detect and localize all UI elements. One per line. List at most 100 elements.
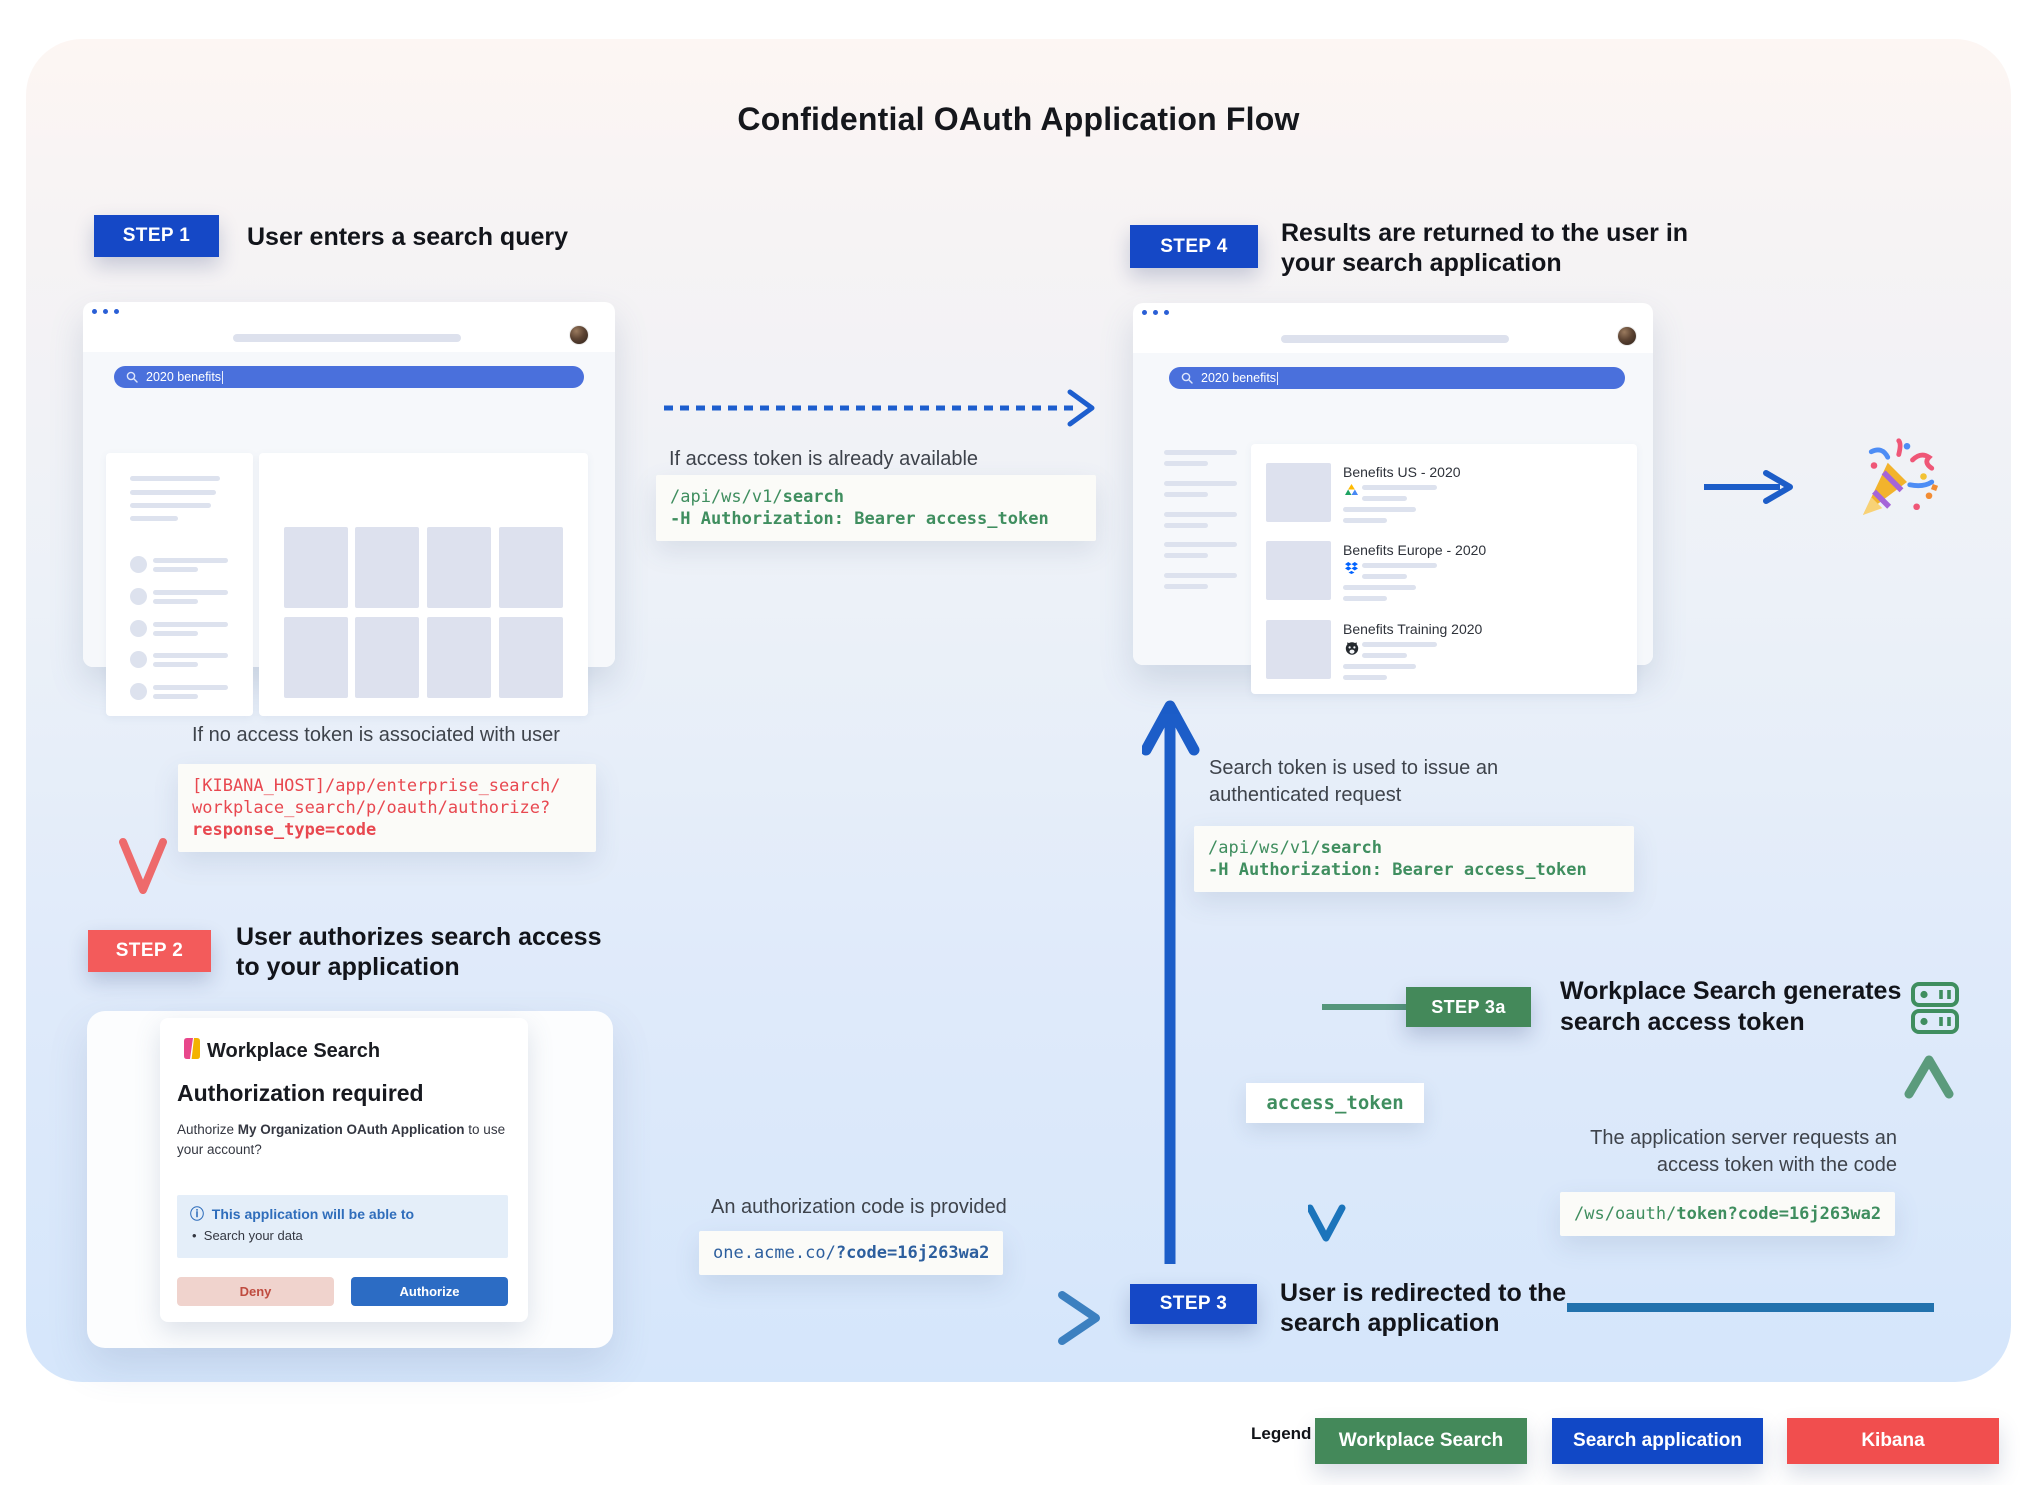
dialog-app-name: My Organization OAuth Application (237, 1122, 465, 1137)
avatar[interactable] (570, 326, 588, 344)
code-text: [KIBANA_HOST]/app/enterprise_search/ (192, 776, 561, 796)
step3a-title-line2: search access token (1560, 1008, 1805, 1036)
dialog-body-text: to use your account? (177, 1122, 506, 1157)
code-text-bold: search (1320, 838, 1383, 858)
window-dots-icon (1142, 310, 1169, 315)
step1-badge-label: STEP 1 (122, 225, 191, 246)
result-title: Benefits US - 2020 (1343, 464, 1461, 480)
step2-badge: STEP 2 (88, 930, 211, 972)
arrow-up-token-request (1904, 1055, 1954, 1308)
step2-title-line1: User authorizes search access (236, 923, 602, 951)
search-icon (126, 371, 138, 383)
step3-title: User is redirected to the search applica… (1280, 1278, 1566, 1338)
info-icon: ⓘ (190, 1206, 204, 1222)
result-title: Benefits Europe - 2020 (1343, 542, 1487, 558)
results-list-panel: Benefits US - 2020 Benefits Europe - 202… (1251, 444, 1637, 694)
code-text: /api/ws/v1/ (1208, 838, 1321, 858)
code-text-bold: ?code=16j263wa2 (835, 1243, 990, 1263)
elbow-token-request-horizontal (1567, 1303, 1934, 1312)
step4-title-line1: Results are returned to the user in (1281, 219, 1689, 247)
browser-content: 2020 benefits Benefits US - 2020 (1133, 353, 1653, 694)
dialog-body: Authorize My Organization OAuth Applicat… (177, 1120, 507, 1160)
arrow-right-success (1704, 470, 1793, 504)
deny-button-label: Deny (239, 1284, 272, 1299)
page-title: Confidential OAuth Application Flow (737, 101, 1300, 137)
note-app-server-line2: access token with the code (1656, 1154, 1897, 1176)
step2-title: User authorizes search access to your ap… (236, 922, 602, 982)
authorize-button[interactable]: Authorize (351, 1277, 508, 1306)
dropbox-icon (1345, 562, 1358, 574)
step4-title-line2: your search application (1281, 249, 1562, 277)
note-app-server-line1: The application server requests an (1590, 1127, 1897, 1149)
step1-badge: STEP 1 (94, 215, 219, 257)
address-bar (233, 334, 461, 342)
dialog-scope-bullet-text: Search your data (203, 1228, 303, 1243)
step3a-title: Workplace Search generates search access… (1560, 976, 1901, 1038)
step2-title-line2: to your application (236, 953, 460, 981)
dialog-scope-bullet: • Search your data (192, 1228, 303, 1243)
elbow-step3a-horizontal (1322, 1004, 1406, 1010)
note-search-token-line2: authenticated request (1209, 784, 1402, 806)
note-search-token-line1: Search token is used to issue an (1209, 757, 1499, 779)
workplace-search-logo-icon (184, 1038, 200, 1059)
step2-badge-label: STEP 2 (115, 940, 184, 961)
text-cursor (222, 370, 224, 384)
access-token-label: access_token (1246, 1083, 1424, 1123)
server-icon (1911, 982, 1959, 1034)
sidebar-skeleton-panel (106, 453, 253, 716)
party-popper-icon (1863, 438, 1939, 515)
code-text-bold: response_type=code (192, 820, 377, 840)
search-input[interactable]: 2020 benefits (114, 366, 584, 388)
legend-item-workplace-search: Workplace Search (1315, 1418, 1527, 1464)
step1-title: User enters a search query (247, 223, 569, 251)
code-text-bold: -H Authorization: Bearer access_token (1208, 860, 1587, 880)
arrow-down-no-token (119, 668, 167, 894)
legend-item-label: Search application (1573, 1430, 1742, 1451)
dialog-scope-title: ⓘ This application will be able to (190, 1204, 414, 1224)
note-auth-code: An authorization code is provided (711, 1196, 1007, 1218)
code-text-bold: -H Authorization: Bearer access_token (670, 509, 1049, 529)
note-no-token: If no access token is associated with us… (192, 724, 560, 746)
legend-item-label: Workplace Search (1338, 1430, 1504, 1451)
access-token-text: access_token (1266, 1092, 1404, 1114)
dialog-scope-title-text: This application will be able to (211, 1206, 415, 1222)
step3-title-line2: search application (1280, 1309, 1500, 1337)
arrow-up-authenticated-request (1142, 700, 1200, 1264)
search-icon (1181, 372, 1193, 384)
step3-title-line1: User is redirected to the (1280, 1279, 1567, 1307)
window-dots-icon (92, 309, 119, 314)
step4-title: Results are returned to the user in your… (1281, 218, 1688, 278)
note-search-token: Search token is used to issue an authent… (1209, 755, 1498, 809)
github-icon (1345, 642, 1359, 655)
legend-item-label: Kibana (1861, 1430, 1925, 1451)
code-text: one.acme.co/ (713, 1243, 836, 1263)
browser-mockup-search: 2020 benefits (83, 302, 615, 716)
step3a-badge: STEP 3a (1406, 987, 1531, 1027)
text-cursor (1277, 371, 1279, 385)
dialog-scope-panel: ⓘ This application will be able to • Sea… (177, 1195, 508, 1258)
workplace-search-logo-text: Workplace Search (207, 1040, 381, 1062)
legend-label: Legend (1251, 1424, 1312, 1443)
step3-badge-label: STEP 3 (1159, 1293, 1228, 1314)
code-text: workplace_search/p/oauth/authorize? (192, 798, 551, 818)
code-api-search: /api/ws/v1/search -H Authorization: Bear… (656, 475, 1096, 541)
note-app-server: The application server requests an acces… (1550, 1125, 1897, 1179)
authorize-button-label: Authorize (399, 1284, 460, 1299)
step4-badge-label: STEP 4 (1160, 235, 1228, 257)
code-token-url: /ws/oauth/token?code=16j263wa2 (1560, 1192, 1896, 1236)
code-kibana-authorize: [KIBANA_HOST]/app/enterprise_search/ wor… (178, 764, 596, 852)
legend-item-search-application: Search application (1552, 1418, 1763, 1464)
code-redirect-url: one.acme.co/?code=16j263wa2 (699, 1231, 1004, 1275)
deny-button[interactable]: Deny (177, 1277, 334, 1306)
result-title: Benefits Training 2020 (1343, 621, 1483, 637)
legend-item-kibana: Kibana (1787, 1418, 1999, 1464)
arrow-down-access-token (1308, 1004, 1346, 1242)
dialog-heading: Authorization required (177, 1080, 424, 1106)
code-text-bold: search (782, 487, 845, 507)
note-token-available: If access token is already available (669, 448, 979, 470)
search-input[interactable]: 2020 benefits (1169, 367, 1625, 389)
browser-mockup-results: 2020 benefits Benefits US - 2020 (1133, 303, 1653, 694)
avatar[interactable] (1618, 327, 1636, 345)
step3a-badge-label: STEP 3a (1431, 996, 1506, 1017)
